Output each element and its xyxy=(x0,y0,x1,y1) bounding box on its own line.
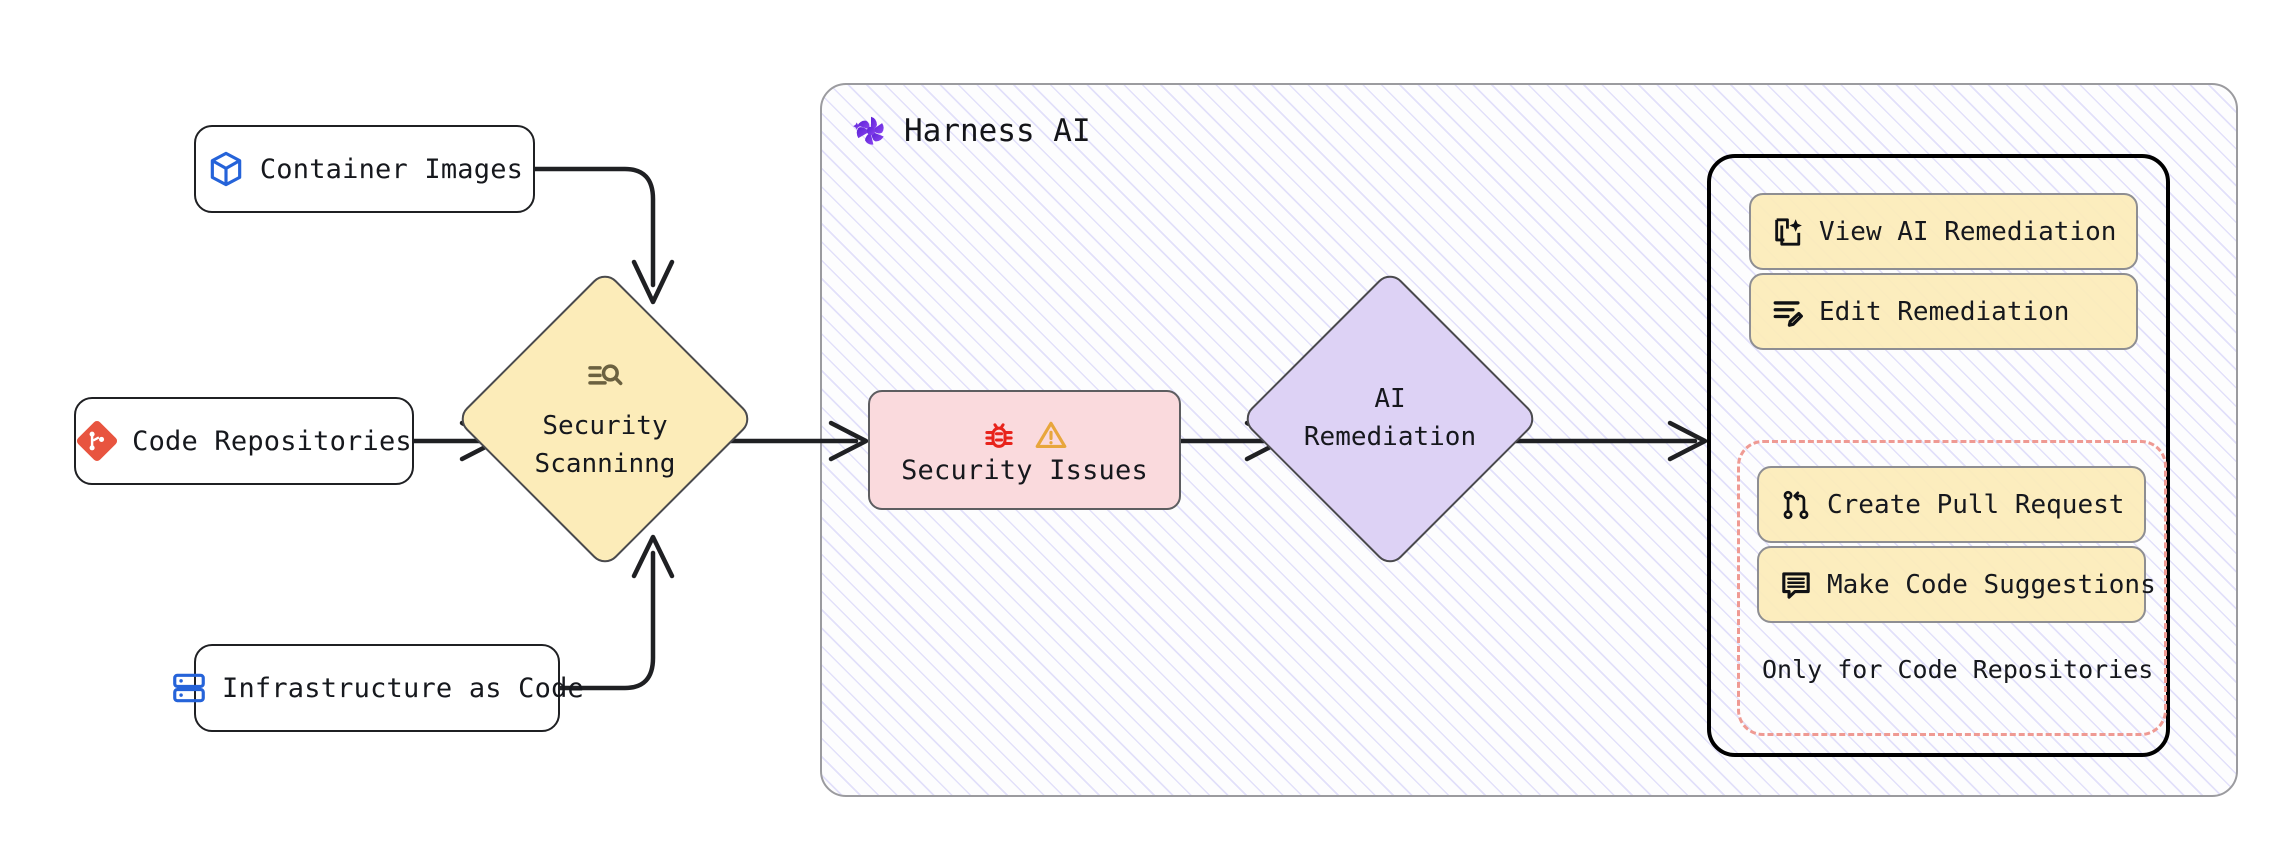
server-stack-icon xyxy=(170,669,208,707)
diamond-label-line1: Security xyxy=(542,411,668,442)
node-container-images[interactable]: Container Images xyxy=(194,125,535,213)
node-label: Code Repositories xyxy=(132,425,412,457)
document-sparkle-icon xyxy=(1771,215,1805,249)
action-edit-remediation[interactable]: Edit Remediation xyxy=(1749,273,2138,350)
diamond-label-line1: AI xyxy=(1374,384,1406,415)
action-make-code-suggestions[interactable]: Make Code Suggestions xyxy=(1757,546,2156,623)
scan-search-icon xyxy=(585,357,625,397)
action-label: Edit Remediation xyxy=(1819,296,2070,327)
bug-icon xyxy=(981,417,1017,453)
security-issue-icons xyxy=(981,417,1069,453)
node-ai-remediation[interactable]: AI Remediation xyxy=(1240,269,1540,569)
comment-lines-icon xyxy=(1779,568,1813,602)
node-security-issues[interactable]: Security Issues xyxy=(868,390,1181,510)
action-create-pull-request[interactable]: Create Pull Request xyxy=(1757,466,2146,543)
harness-ai-title-label: Harness AI xyxy=(904,113,1091,149)
harness-ai-title: Harness AI xyxy=(852,112,1091,150)
diamond-label-line2: Remediation xyxy=(1303,422,1477,452)
node-code-repositories[interactable]: Code Repositories xyxy=(74,397,414,485)
pull-request-icon xyxy=(1779,488,1813,522)
action-label: View AI Remediation xyxy=(1819,216,2117,247)
code-repo-only-group xyxy=(1737,440,2167,736)
cube-icon xyxy=(206,149,246,189)
node-security-scanning[interactable]: Security Scanninng xyxy=(455,269,755,569)
code-repo-only-caption: Only for Code Repositories xyxy=(1762,655,2154,684)
warning-triangle-icon xyxy=(1033,417,1069,453)
action-view-ai-remediation[interactable]: View AI Remediation xyxy=(1749,193,2138,270)
node-label: Infrastructure as Code xyxy=(221,672,585,704)
node-label: Security Issues xyxy=(901,454,1148,486)
git-icon xyxy=(76,420,118,462)
diamond-label-line2: Scanninng xyxy=(534,449,676,479)
node-infrastructure-as-code[interactable]: Infrastructure as Code xyxy=(173,644,584,732)
harness-logo-icon xyxy=(852,112,890,150)
action-label: Create Pull Request xyxy=(1827,489,2125,520)
action-label: Make Code Suggestions xyxy=(1827,569,2156,600)
node-label: Container Images xyxy=(259,153,524,185)
actions-panel xyxy=(1707,154,2170,757)
edit-pencil-icon xyxy=(1771,295,1805,329)
